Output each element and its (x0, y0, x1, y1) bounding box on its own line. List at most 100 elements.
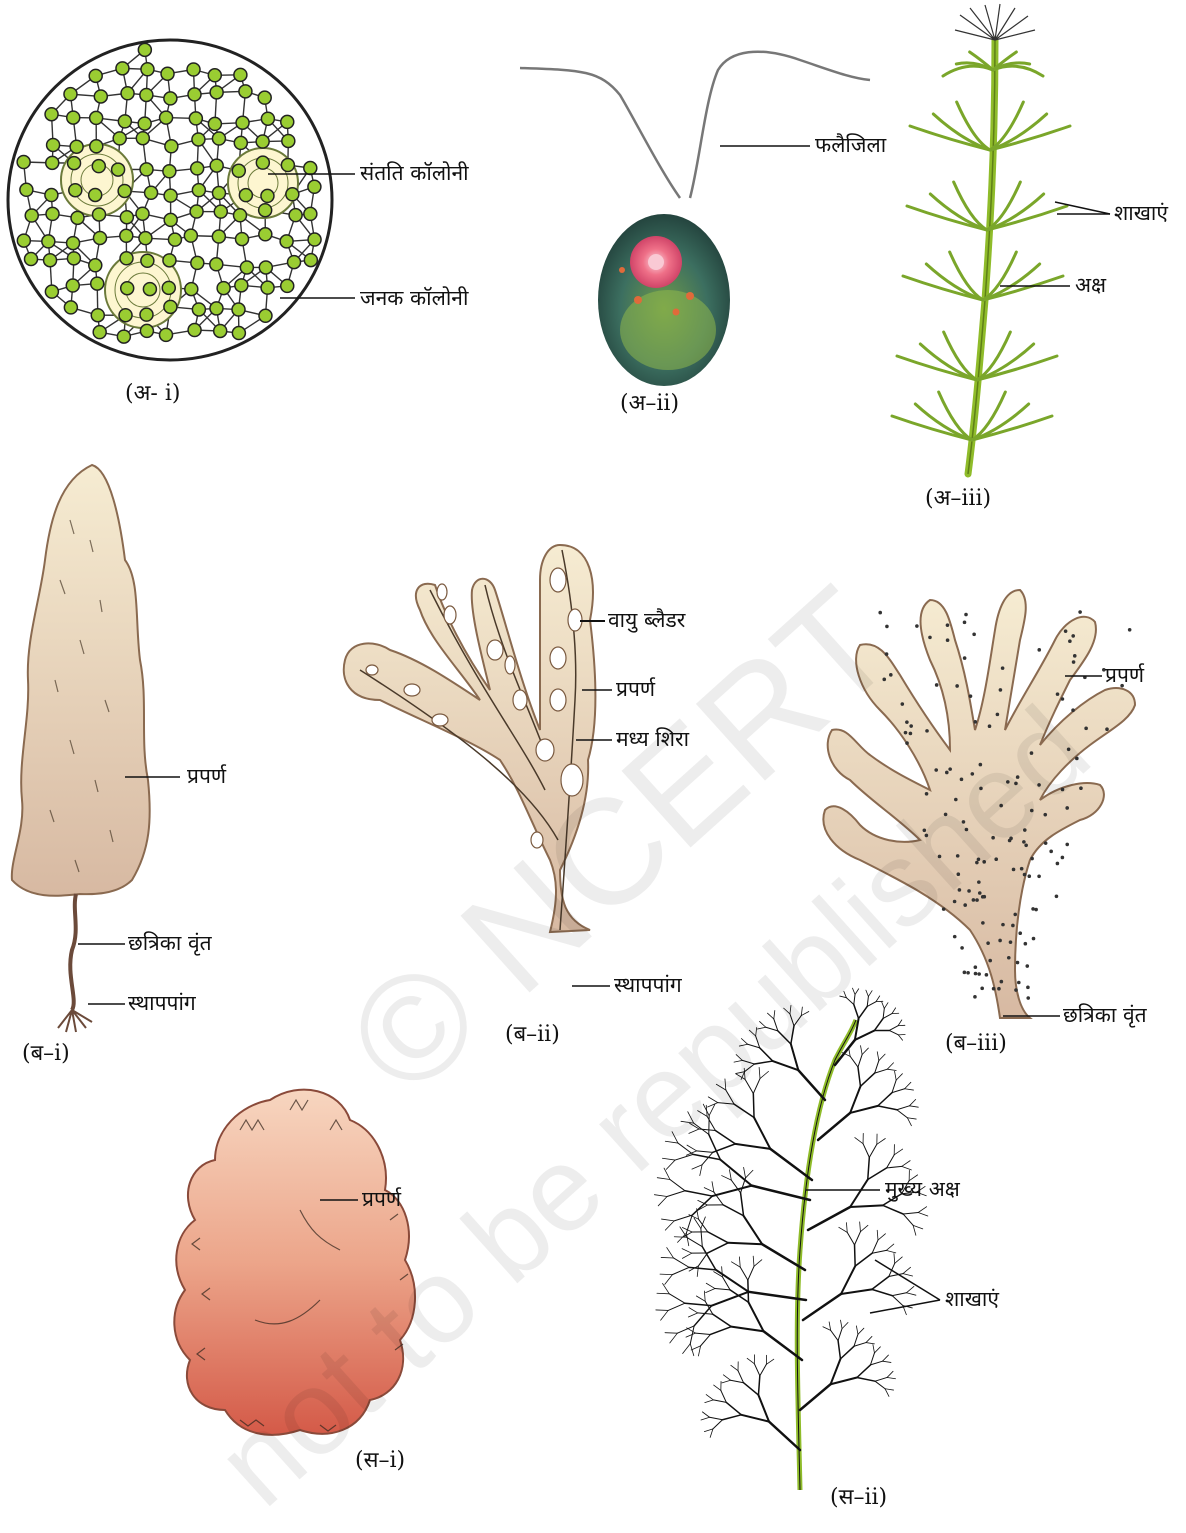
dictyota-dot (1061, 697, 1065, 701)
polysiphonia-branch (741, 1193, 744, 1216)
air-bladder (487, 640, 503, 660)
dictyota-dot (935, 683, 939, 687)
polysiphonia-branch (878, 1234, 886, 1240)
polysiphonia-branch (903, 1267, 911, 1273)
dictyota-dot (925, 729, 929, 733)
dictyota-dot (1025, 964, 1029, 968)
dictyota-dot (1017, 981, 1021, 985)
polysiphonia-branch (875, 1377, 887, 1381)
dictyota-dot (1023, 873, 1027, 877)
polysiphonia-branch (694, 1218, 701, 1228)
polysiphonia-branch (741, 1415, 769, 1422)
polysiphonia-branch (846, 1223, 847, 1233)
volvox-cell (25, 209, 38, 222)
dictyota-dot (928, 636, 932, 640)
volvox-cell (192, 303, 205, 316)
polysiphonia-branch (739, 1257, 740, 1267)
polysiphonia-branch (860, 1073, 874, 1086)
volvox-cell (71, 211, 84, 224)
volvox-cell (191, 256, 204, 269)
volvox-cell (117, 330, 130, 343)
volvox-cell (214, 324, 227, 337)
volvox-cell (47, 138, 60, 151)
polysiphonia-branch (710, 1429, 713, 1438)
polysiphonia-branch (701, 1228, 702, 1246)
polysiphonia-branch (882, 1002, 885, 1008)
dictyota-dot (1105, 727, 1109, 731)
volvox-cell (120, 211, 133, 224)
dictyota-dot (963, 971, 967, 975)
polysiphonia-branch (706, 1289, 715, 1293)
polysiphonia-branch (665, 1221, 674, 1230)
volvox-cell (136, 132, 149, 145)
dictyota-dot (1065, 843, 1069, 847)
polysiphonia-branch (861, 1046, 863, 1055)
dictyota-stipe-label: छत्रिका वृंत (1063, 1005, 1147, 1026)
polysiphonia-branch (902, 1161, 910, 1167)
volvox-cell (163, 254, 176, 267)
polysiphonia-branch (663, 1283, 670, 1293)
polysiphonia-branch (839, 1227, 847, 1232)
volvox-cell (289, 209, 302, 222)
polysiphonia-branch (874, 1018, 883, 1030)
dictyota-dot (1026, 996, 1030, 1000)
polysiphonia-branch (701, 1334, 711, 1345)
volvox-cell (236, 233, 249, 246)
dictyota-dot (1072, 660, 1076, 664)
polysiphonia-branch (892, 1089, 905, 1093)
volvox-cell (93, 326, 106, 339)
polysiphonia-branch (895, 1071, 897, 1080)
polysiphonia-branch (692, 1165, 702, 1169)
dictyota-dot (974, 965, 978, 969)
polysiphonia-branch (883, 1205, 903, 1214)
polysiphonia-branch (860, 1225, 868, 1231)
polysiphonia-branch (895, 1257, 903, 1263)
polysiphonia-branch (892, 1008, 896, 1014)
dictyota-dot (985, 973, 989, 977)
polysiphonia-branch (661, 1219, 674, 1221)
dictyota-dot (1078, 610, 1082, 614)
polysiphonia-branch (689, 1308, 698, 1313)
dictyota-dot (992, 987, 996, 991)
polysiphonia-branch (870, 1361, 882, 1365)
polysiphonia-branch (907, 1118, 911, 1126)
polysiphonia-branch (680, 1227, 687, 1237)
volvox-cell (143, 283, 156, 296)
volvox-cell (168, 233, 181, 246)
polysiphonia-branch (723, 1375, 730, 1380)
polysiphonia-branch (754, 1118, 770, 1149)
polysiphonia-branch (882, 1361, 890, 1362)
volvox-cell (188, 88, 201, 101)
polysiphonia-branch (897, 1110, 908, 1118)
polysiphonia-main-axis-label: मुख्य अक्ष (885, 1179, 960, 1200)
polysiphonia-branch (713, 1400, 726, 1403)
volvox-cell (45, 189, 58, 202)
polysiphonia-branch (701, 1417, 710, 1420)
polysiphonia-branch (850, 1106, 878, 1113)
caption-a-ii: (अ–ii) (620, 393, 679, 415)
volvox-cell (160, 328, 173, 341)
polysiphonia-branch (906, 1286, 914, 1292)
volvox-cell (188, 324, 201, 337)
polysiphonia-branch (708, 1232, 728, 1243)
dictyota-dot (1000, 980, 1004, 984)
daughter-colony-label: संतति कॉलोनी (360, 163, 469, 184)
dictyota-dot (1071, 708, 1075, 712)
volvox-cell (281, 159, 294, 172)
polysiphonia-branch (706, 1283, 715, 1288)
volvox-cell (120, 229, 133, 242)
polysiphonia-branch (885, 1389, 889, 1397)
polysiphonia-branch (896, 1074, 902, 1080)
parent-colony-label: जनक कॉलोनी (360, 288, 468, 309)
air-bladder (513, 690, 527, 710)
polysiphonia-branch (887, 1377, 895, 1378)
polysiphonia-branch (906, 1293, 916, 1295)
polysiphonia-branch (722, 1380, 731, 1383)
volvox-cell (164, 189, 177, 202)
dictyota-dot (905, 741, 909, 745)
volvox-cell (210, 86, 223, 99)
volvox-cell (45, 108, 58, 121)
polysiphonia-branch (902, 1166, 912, 1170)
volvox-cell (165, 140, 178, 153)
volvox-cell (164, 300, 177, 313)
